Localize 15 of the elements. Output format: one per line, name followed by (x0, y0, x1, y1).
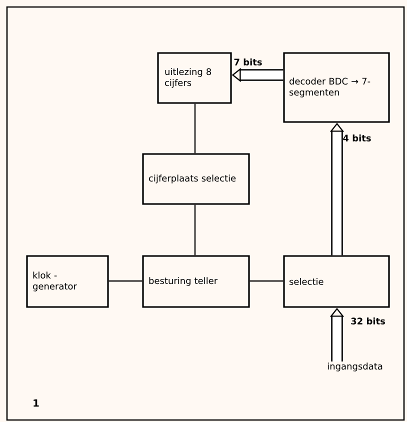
block-box: besturing teller (142, 255, 250, 308)
edge-label: 7 bits (234, 58, 262, 66)
connector-line (194, 204, 196, 256)
edge-label: 4 bits (343, 134, 371, 142)
block-box: uitlezing 8 cijfers (157, 52, 232, 104)
block-box: klok - generator (26, 255, 109, 308)
figure-number: 1 (34, 399, 39, 407)
block-box: decoder BDC → 7- segmenten (283, 52, 390, 123)
input-label: ingangsdata (328, 362, 382, 372)
connector-line (194, 104, 196, 154)
connector-line (250, 280, 284, 282)
block-box: cijferplaats selectie (142, 153, 250, 205)
connector-line (108, 280, 142, 282)
block-box: selectie (283, 255, 390, 308)
edge-label: 32 bits (351, 318, 385, 324)
